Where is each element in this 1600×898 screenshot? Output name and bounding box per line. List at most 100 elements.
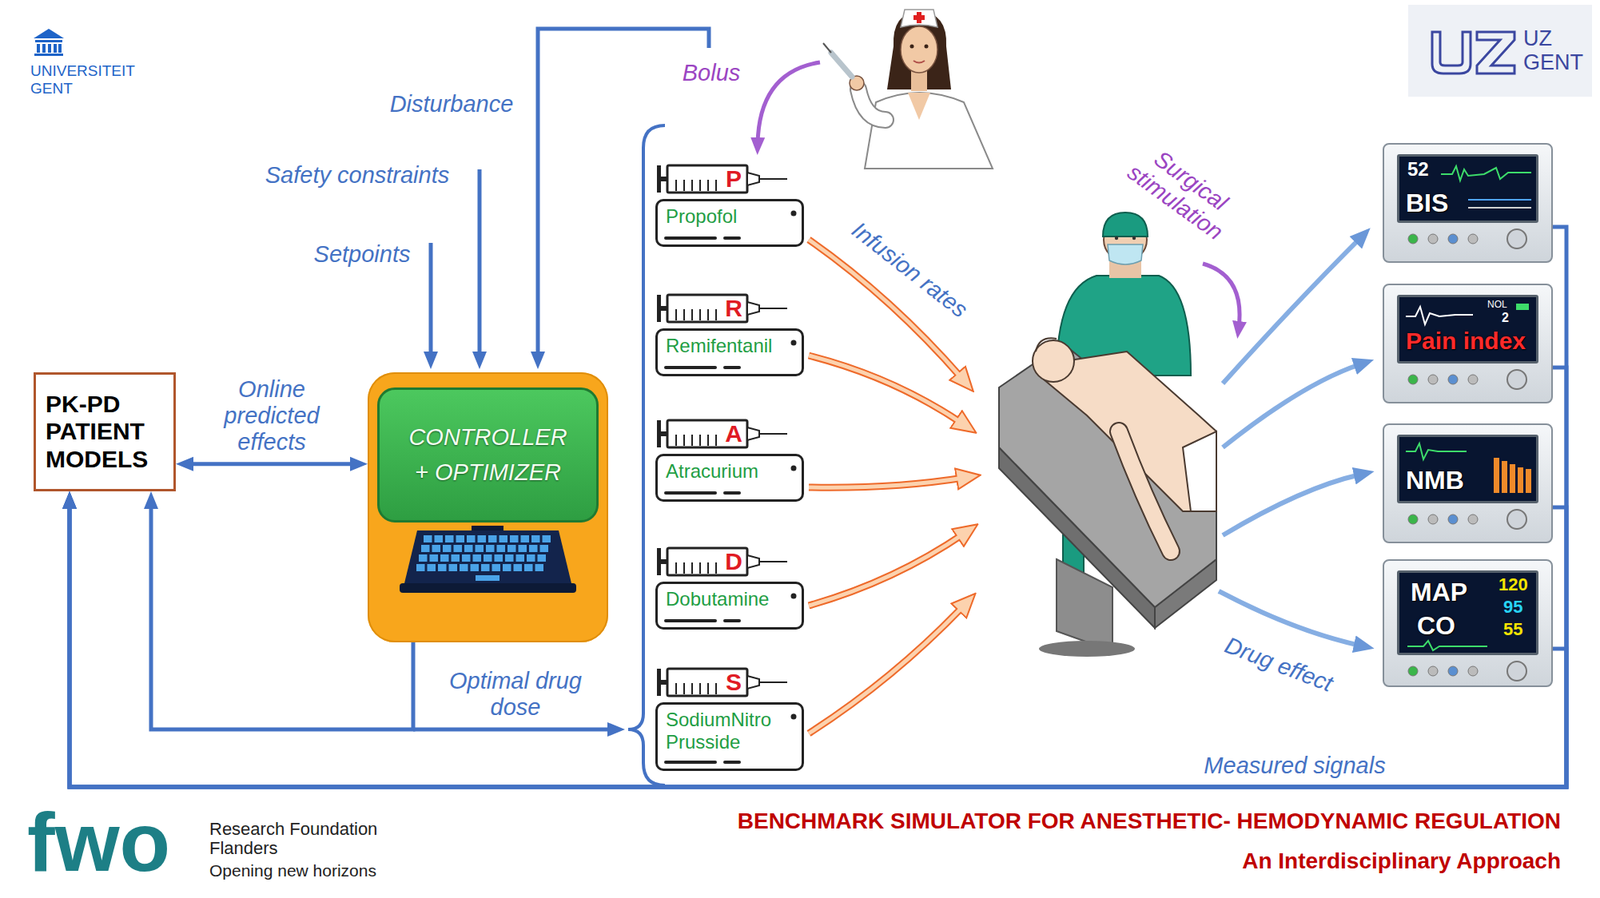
laptop-key bbox=[445, 535, 454, 543]
monitor-button bbox=[1468, 374, 1478, 385]
label-slot: Bolus bbox=[682, 59, 741, 87]
syringe-pump: RRemifentanil bbox=[655, 288, 804, 377]
hospital-logo bbox=[1432, 31, 1471, 74]
trace-bar bbox=[1516, 303, 1529, 311]
monitor-screen: NOL2Pain index bbox=[1397, 294, 1539, 364]
led-dot bbox=[791, 210, 797, 217]
pump-body: SodiumNitro Prusside bbox=[655, 702, 804, 772]
hospital-logo bbox=[1408, 4, 1593, 97]
laptop-key bbox=[497, 545, 506, 553]
tick bbox=[707, 683, 709, 695]
label-slot: Opening new horizons bbox=[209, 861, 377, 880]
syringe-tip bbox=[747, 427, 760, 441]
surgeon-figure bbox=[1114, 236, 1119, 240]
infusion-arrows bbox=[808, 605, 964, 734]
laptop-key bbox=[483, 554, 493, 562]
monitor-box: MAPCO1209555 bbox=[1382, 559, 1553, 688]
infusion-arrows bbox=[808, 239, 964, 734]
funder-tagline: Opening new horizons bbox=[209, 861, 377, 880]
tick bbox=[675, 179, 677, 192]
monitor-screen: NMB bbox=[1397, 434, 1539, 504]
trace-line bbox=[1405, 443, 1467, 460]
screen-value: NOL bbox=[1487, 299, 1508, 310]
screen-value: 120 bbox=[1498, 576, 1529, 594]
led-dot bbox=[791, 714, 797, 721]
funder-name: Research Foundation Flanders bbox=[209, 819, 402, 859]
screen-slot: 55 bbox=[1503, 620, 1523, 639]
letter-slot: A bbox=[722, 421, 745, 446]
laptop-key bbox=[440, 554, 450, 562]
plunger bbox=[656, 420, 661, 448]
input-label: Safety constraints bbox=[265, 162, 450, 189]
university-logo bbox=[42, 43, 46, 53]
laptop-key bbox=[423, 535, 433, 543]
nurse-figure bbox=[913, 15, 925, 20]
tick bbox=[691, 309, 693, 321]
input-label: Setpoints bbox=[314, 241, 411, 268]
screen-value: NMB bbox=[1405, 467, 1465, 494]
connector-arrow bbox=[69, 502, 1567, 788]
display-bar bbox=[724, 236, 740, 240]
pump-body: Propofol bbox=[655, 199, 804, 247]
university-logo bbox=[33, 28, 64, 39]
laptop-keyboard bbox=[404, 530, 572, 584]
laptop-key bbox=[421, 545, 430, 553]
barrel bbox=[667, 165, 748, 193]
hospital-logo bbox=[1408, 4, 1593, 97]
infusion-arrows bbox=[808, 355, 963, 424]
display-bar bbox=[724, 760, 740, 765]
needle bbox=[759, 307, 788, 310]
drug-letter: R bbox=[724, 296, 743, 321]
edge-label-slot: Online predicted effects bbox=[207, 376, 336, 457]
annotation: Surgical stimulation bbox=[1110, 129, 1256, 255]
monitor-button bbox=[1428, 666, 1438, 677]
drug-letter: S bbox=[725, 670, 742, 695]
laptop-key bbox=[518, 545, 528, 553]
input-label: Disturbance bbox=[390, 91, 514, 118]
screen-slot: NMB bbox=[1405, 467, 1465, 494]
monitor-box: 52BIS bbox=[1382, 143, 1553, 263]
monitor-button bbox=[1408, 374, 1418, 385]
tick bbox=[683, 179, 685, 192]
pump-body: Atracurium bbox=[655, 453, 804, 502]
pump-display bbox=[657, 489, 762, 498]
tick bbox=[675, 683, 677, 695]
label-slot: An Interdisciplinary Approach bbox=[1241, 848, 1561, 875]
trace-bar bbox=[1509, 464, 1516, 494]
pump-display bbox=[657, 758, 762, 767]
surgeon-figure bbox=[1107, 244, 1143, 265]
pump-led bbox=[789, 592, 798, 601]
connector-arrow bbox=[69, 226, 1567, 788]
label-slot: Setpoints bbox=[314, 241, 411, 268]
drug-letter: A bbox=[724, 421, 743, 446]
edge-label: Measured signals bbox=[1200, 752, 1389, 780]
nurse-figure bbox=[900, 26, 938, 73]
laptop-hinge bbox=[471, 525, 504, 531]
letter-slot: D bbox=[722, 549, 745, 574]
led-dot bbox=[791, 465, 797, 472]
screen-value: BIS bbox=[1405, 190, 1449, 216]
tick bbox=[715, 179, 717, 192]
monitor-button bbox=[1428, 374, 1438, 385]
box-label: CONTROLLER + OPTIMIZER bbox=[408, 420, 567, 490]
laptop-key bbox=[505, 554, 514, 562]
tick bbox=[683, 562, 685, 574]
tick bbox=[707, 562, 709, 574]
monitor-knob bbox=[1507, 509, 1527, 530]
edge-label-slot: Optimal drug dose bbox=[431, 668, 600, 722]
tick bbox=[707, 179, 709, 192]
hospital-logo bbox=[1476, 31, 1515, 74]
laptop-key bbox=[470, 564, 480, 572]
effect-arrows bbox=[1218, 238, 1361, 646]
syringe-tip bbox=[747, 302, 760, 315]
pump-display bbox=[657, 363, 762, 372]
monitor-button bbox=[1468, 234, 1478, 244]
laptop-key bbox=[481, 564, 490, 572]
pump-body: Dobutamine bbox=[655, 581, 804, 630]
drug-letter: D bbox=[724, 549, 743, 574]
tick bbox=[683, 309, 685, 321]
connector-arrow bbox=[69, 367, 1567, 788]
infusion-arrows bbox=[808, 533, 964, 606]
effect-arrows bbox=[1222, 238, 1361, 384]
body-figure bbox=[1032, 340, 1075, 383]
